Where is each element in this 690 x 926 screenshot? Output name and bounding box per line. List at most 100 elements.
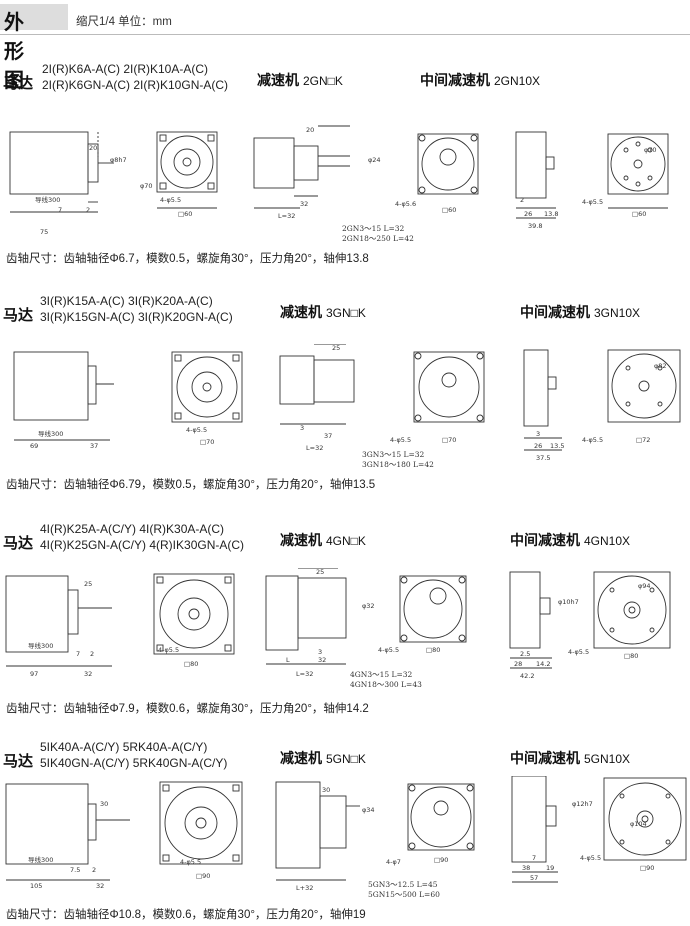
ratio-line2: 2GN18～250 L=42 — [342, 234, 414, 243]
dim-label: 7 — [532, 854, 536, 862]
section-4-series: 马达 4I(R)K25A-A(C/Y) 4I(R)K30A-A(C) 4I(R)… — [0, 520, 690, 720]
dim-label: 75 — [40, 228, 48, 236]
dim-label: 37 — [324, 432, 332, 440]
dim-label: □80 — [184, 660, 198, 668]
dim-label: 3 — [300, 424, 304, 432]
dim-label: 25 — [332, 344, 340, 352]
dim-label: 32 — [84, 670, 92, 678]
motor-models-line2: 2I(R)K6GN-A(C) 2I(R)K10GN-A(C) — [42, 78, 229, 92]
dim-label: 2.5 — [520, 650, 530, 658]
ratio-line2: 5GN15～500 L=60 — [368, 890, 440, 899]
gear-shaft-spec: 齿轴尺寸：齿轴轴径Φ6.79，模数0.5，螺旋角30°，压力角20°，轴伸13.… — [6, 479, 376, 491]
mid-reducer-label: 中间减速机 — [420, 73, 490, 89]
page-title: 外形图 — [4, 10, 24, 92]
dim-label: 2 — [92, 866, 96, 874]
dim-label: □90 — [434, 856, 448, 864]
dim-label: 37 — [90, 442, 98, 450]
ratio-line2: 3GN18～180 L=42 — [362, 460, 434, 469]
dim-label: φ12h7 — [572, 800, 593, 808]
dim-label: 4-φ5.5 — [180, 858, 201, 866]
ratio-line2: 4GN18～300 L=43 — [350, 680, 422, 689]
dim-label: 4-φ5.5 — [582, 436, 603, 444]
dim-label: φ104 — [630, 820, 647, 828]
motor-models-line2: 3I(R)K15GN-A(C) 3I(R)K20GN-A(C) — [40, 310, 233, 324]
ratio-line1: 5GN3～12.5 L=45 — [368, 880, 438, 889]
reducer-heading: 减速机 2GN□K — [257, 70, 343, 90]
dim-label: 3 — [536, 430, 540, 438]
dim-label: 4-φ5.5 — [186, 426, 207, 434]
mid-reducer-label: 中间减速机 — [510, 533, 580, 549]
motor-label: 马达 — [3, 752, 34, 770]
dim-label: 69 — [30, 442, 38, 450]
dim-label: 32 — [318, 656, 326, 664]
dim-label: □90 — [640, 864, 654, 872]
dim-label: L — [286, 656, 290, 664]
dim-label: 32 — [96, 882, 104, 890]
gear-shaft-spec: 齿轴尺寸：齿轴轴径Φ10.8，模数0.6，螺旋角30°，压力角20°，轴伸19 — [6, 909, 366, 921]
section-5-series: 马达 5IK40A-A(C/Y) 5RK40A-A(C/Y) 5IK40GN-A… — [0, 738, 690, 926]
mid-reducer-heading: 中间减速机 4GN10X — [510, 530, 630, 550]
reducer-code: 4GN□K — [326, 534, 366, 548]
dim-label: 32 — [300, 200, 308, 208]
dim-label: 2 — [90, 650, 94, 658]
dim-label: 4-φ5.5 — [568, 648, 589, 656]
reducer-label: 减速机 — [257, 73, 299, 89]
dim-label: 97 — [30, 670, 38, 678]
dim-label: 25 — [316, 568, 324, 576]
dim-label: 2 — [520, 196, 524, 204]
dim-label: φ34 — [362, 806, 375, 814]
title-divider — [0, 34, 690, 35]
dim-label: 4-φ5.5 — [378, 646, 399, 654]
dim-label: 26 — [534, 442, 542, 450]
dim-label: □60 — [442, 206, 456, 214]
dim-label: 57 — [530, 874, 538, 882]
dim-label: □60 — [632, 210, 646, 218]
reducer-label: 减速机 — [280, 305, 322, 321]
dim-label: L+32 — [296, 884, 313, 892]
dimension-drawing: 69 37 导线300 4-φ5.5 □70 25 3 37 L=32 4-φ5… — [13, 344, 681, 462]
dimension-drawing: 105 32 30 7.5 2 导线300 4-φ5.5 □90 30 L+32… — [5, 776, 687, 892]
reducer-heading: 减速机 3GN□K — [280, 302, 366, 322]
dim-label: 4-φ7 — [386, 858, 401, 866]
dim-label: 37.5 — [536, 454, 550, 462]
dim-label: 导线300 — [38, 429, 63, 438]
dim-label: L=32 — [278, 212, 295, 220]
dim-label: 7 — [76, 650, 80, 658]
motor-models-line1: 3I(R)K15A-A(C) 3I(R)K20A-A(C) — [40, 294, 213, 308]
dim-label: 30 — [100, 800, 108, 808]
dim-label: 4-φ5.5 — [160, 196, 181, 204]
title-background — [0, 4, 68, 30]
dim-label: φ70 — [644, 146, 657, 154]
reducer-code: 3GN□K — [326, 306, 366, 320]
dim-label: φ82 — [654, 362, 667, 370]
reducer-label: 减速机 — [280, 751, 322, 767]
reducer-code: 2GN□K — [303, 74, 343, 88]
dim-label: □70 — [200, 438, 214, 446]
dim-label: φ24 — [368, 156, 381, 164]
motor-label: 马达 — [3, 74, 34, 92]
mid-reducer-code: 2GN10X — [494, 74, 541, 88]
dim-label: □80 — [426, 646, 440, 654]
dim-label: 14.2 — [536, 660, 550, 668]
dim-label: 28 — [514, 660, 522, 668]
motor-models-line1: 4I(R)K25A-A(C/Y) 4I(R)K30A-A(C) — [40, 522, 225, 536]
dim-label: □90 — [196, 872, 210, 880]
dim-label: 20 — [306, 126, 314, 134]
gear-shaft-spec: 齿轴尺寸：齿轴轴径Φ7.9，模数0.6，螺旋角30°，压力角20°，轴伸14.2 — [6, 703, 369, 715]
dim-label: 3 — [318, 648, 322, 656]
ratio-line1: 2GN3～15 L=32 — [342, 224, 405, 233]
dim-label: 4-φ5.6 — [395, 200, 416, 208]
ratio-line1: 3GN3～15 L=32 — [362, 450, 425, 459]
dim-label: 13.5 — [550, 442, 564, 450]
dim-label: 4-φ5.5 — [582, 198, 603, 206]
dim-label: 39.8 — [528, 222, 542, 230]
dim-label: 13.8 — [544, 210, 558, 218]
dim-label: 7 — [58, 206, 62, 214]
dimension-drawing: 97 32 25 7 2 导线300 4-φ5.5 □80 25 L 3 32 … — [5, 568, 671, 680]
dim-label: 导线300 — [28, 855, 53, 864]
motor-label: 马达 — [3, 534, 34, 552]
mid-reducer-code: 4GN10X — [584, 534, 631, 548]
dim-label: □72 — [636, 436, 650, 444]
